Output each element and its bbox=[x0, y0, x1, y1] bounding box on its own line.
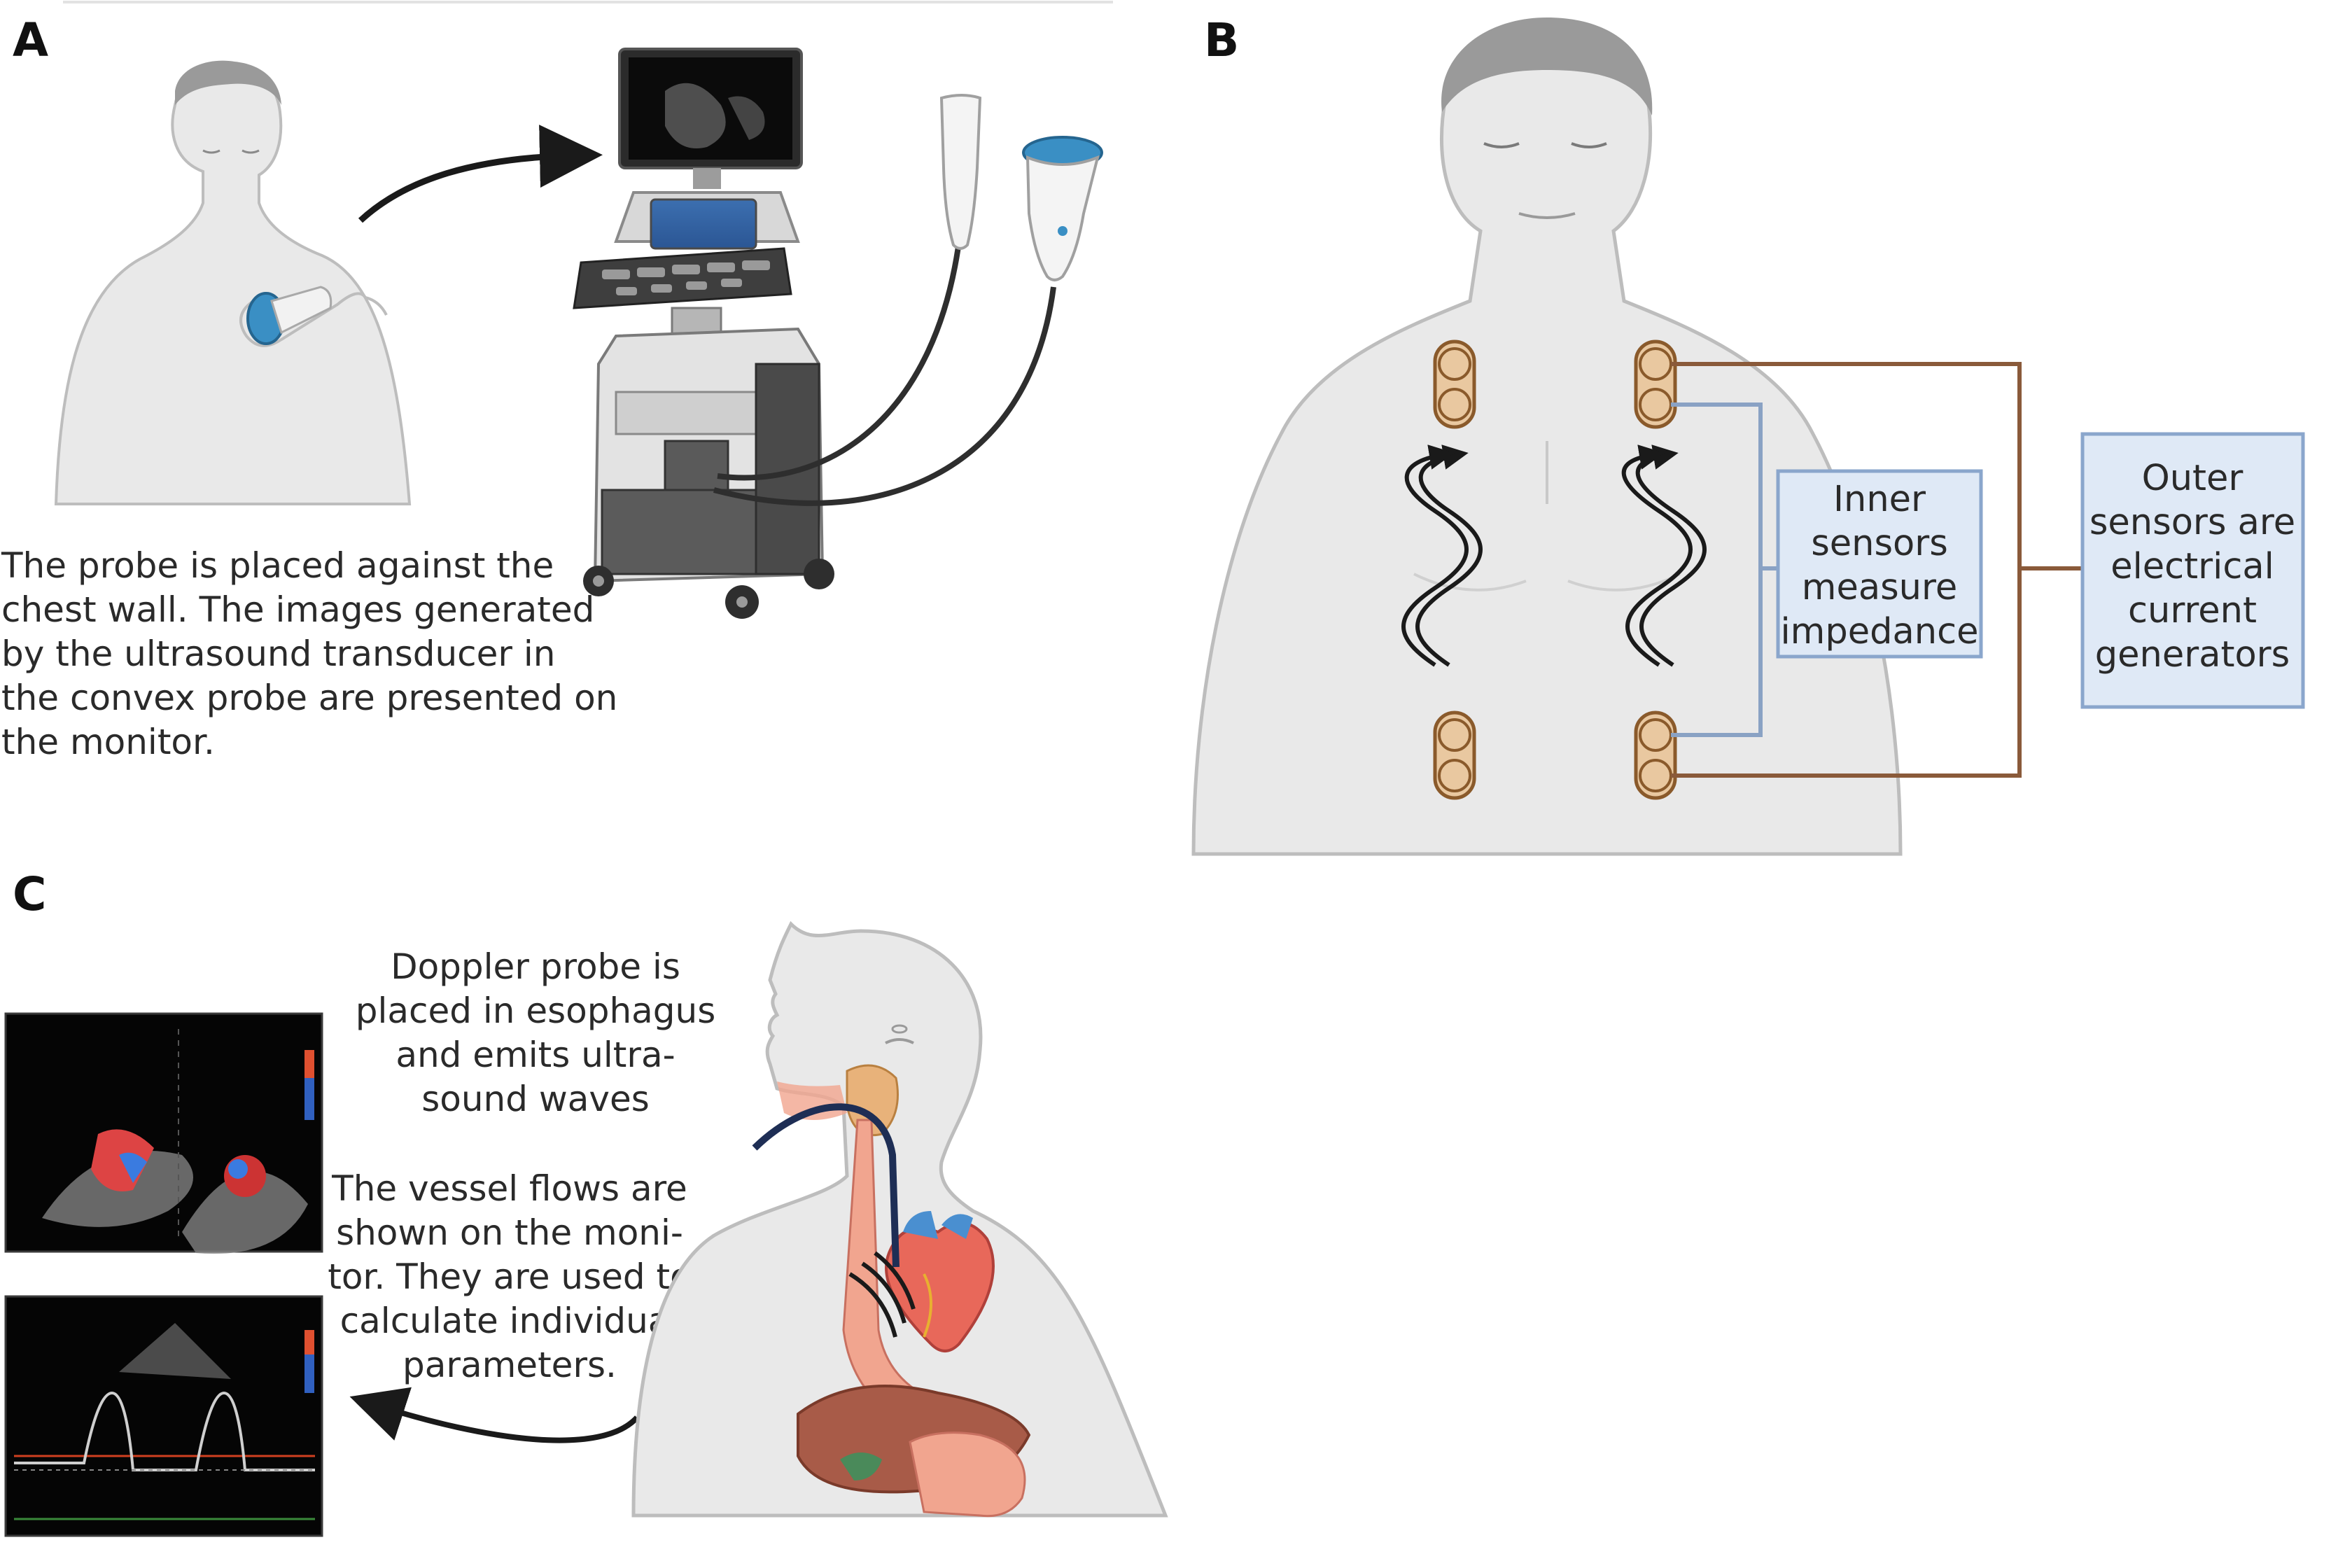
doppler-line-3: and emits ultra- bbox=[396, 1035, 675, 1075]
inner-box-line-4: impedance bbox=[1781, 611, 1979, 652]
stomach-icon bbox=[909, 1432, 1026, 1518]
doppler-probe-tube-icon bbox=[752, 1103, 899, 1268]
echo-image-top bbox=[4, 1012, 323, 1254]
inner-sensor-wires bbox=[1671, 402, 1778, 737]
person-b-figure bbox=[1191, 18, 1903, 856]
panel-a-caption-line-1: The probe is placed against the bbox=[1, 545, 554, 586]
panel-c: C Doppler probe is placed bbox=[4, 867, 1168, 1537]
echo-image-bottom bbox=[4, 1295, 323, 1537]
arrow-to-echo-monitor bbox=[349, 1387, 639, 1443]
outer-box-line-1: Outer bbox=[2142, 458, 2244, 499]
inner-box-line-2: sensors bbox=[1811, 523, 1948, 564]
outer-box-line-2: sensors are bbox=[2090, 502, 2295, 543]
outer-sensors-box: Outer sensors are electrical current gen… bbox=[2080, 432, 2305, 709]
electrode-lower-left-icon bbox=[1433, 710, 1476, 800]
person-a-eyes bbox=[202, 149, 260, 154]
vessel-flow-caption: The vessel flows are shown on the moni- … bbox=[328, 1168, 692, 1385]
electrode-upper-left-icon bbox=[1433, 340, 1476, 429]
outer-box-line-5: generators bbox=[2095, 634, 2290, 676]
person-a-figure bbox=[54, 60, 412, 505]
person-a-body bbox=[54, 64, 412, 505]
person-c-body bbox=[631, 920, 1168, 1518]
doppler-caption: Doppler probe is placed in esophagus and… bbox=[356, 946, 716, 1119]
ultrasound-waves-icon bbox=[848, 1251, 916, 1338]
panel-a-letter: A bbox=[13, 13, 48, 67]
arrow-a-to-machine bbox=[358, 125, 603, 223]
outer-sensor-wires bbox=[1671, 362, 2082, 778]
doppler-line-4: sound waves bbox=[421, 1079, 650, 1119]
vessel-line-2: shown on the moni- bbox=[336, 1212, 683, 1253]
electrode-upper-right-icon bbox=[1634, 340, 1677, 429]
ultrasound-machine-icon bbox=[573, 48, 1103, 619]
electrode-lower-right-icon bbox=[1634, 710, 1677, 800]
current-wave-left-icon bbox=[1401, 444, 1483, 667]
person-a-hair bbox=[175, 60, 281, 105]
heart-icon bbox=[885, 1222, 995, 1352]
panel-a-caption: The probe is placed against the chest wa… bbox=[1, 545, 617, 762]
panel-a-caption-line-5: the monitor. bbox=[1, 722, 215, 762]
vessel-line-5: parameters. bbox=[402, 1345, 617, 1385]
panel-b: B bbox=[1191, 13, 2305, 856]
inner-sensors-box: Inner sensors measure impedance bbox=[1776, 469, 1983, 659]
doppler-line-2: placed in esophagus bbox=[356, 990, 716, 1031]
inner-box-line-3: measure bbox=[1802, 567, 1957, 608]
vessel-line-4: calculate individual bbox=[340, 1301, 680, 1341]
outer-box-line-3: electrical bbox=[2110, 546, 2274, 587]
current-wave-right-icon bbox=[1621, 444, 1707, 667]
vessel-line-1: The vessel flows are bbox=[331, 1168, 687, 1209]
person-b-body bbox=[1191, 19, 1903, 856]
vessel-line-3: tor. They are used to bbox=[328, 1256, 692, 1297]
panel-c-letter: C bbox=[13, 867, 46, 921]
panel-a-caption-line-3: by the ultrasound transducer in bbox=[1, 634, 555, 674]
panel-a-caption-line-4: the convex probe are presented on bbox=[1, 678, 617, 718]
panel-a: A bbox=[1, 13, 1103, 762]
inner-box-line-1: Inner bbox=[1833, 479, 1926, 520]
person-c-figure bbox=[631, 920, 1168, 1518]
outer-box-line-4: current bbox=[2128, 590, 2257, 631]
panel-a-caption-line-2: chest wall. The images generated bbox=[1, 589, 594, 630]
person-b-hair bbox=[1441, 18, 1653, 115]
probe-on-chest-icon bbox=[239, 286, 388, 347]
doppler-line-1: Doppler probe is bbox=[391, 946, 680, 987]
person-b-eyes bbox=[1483, 142, 1607, 148]
panel-b-letter: B bbox=[1204, 13, 1239, 67]
